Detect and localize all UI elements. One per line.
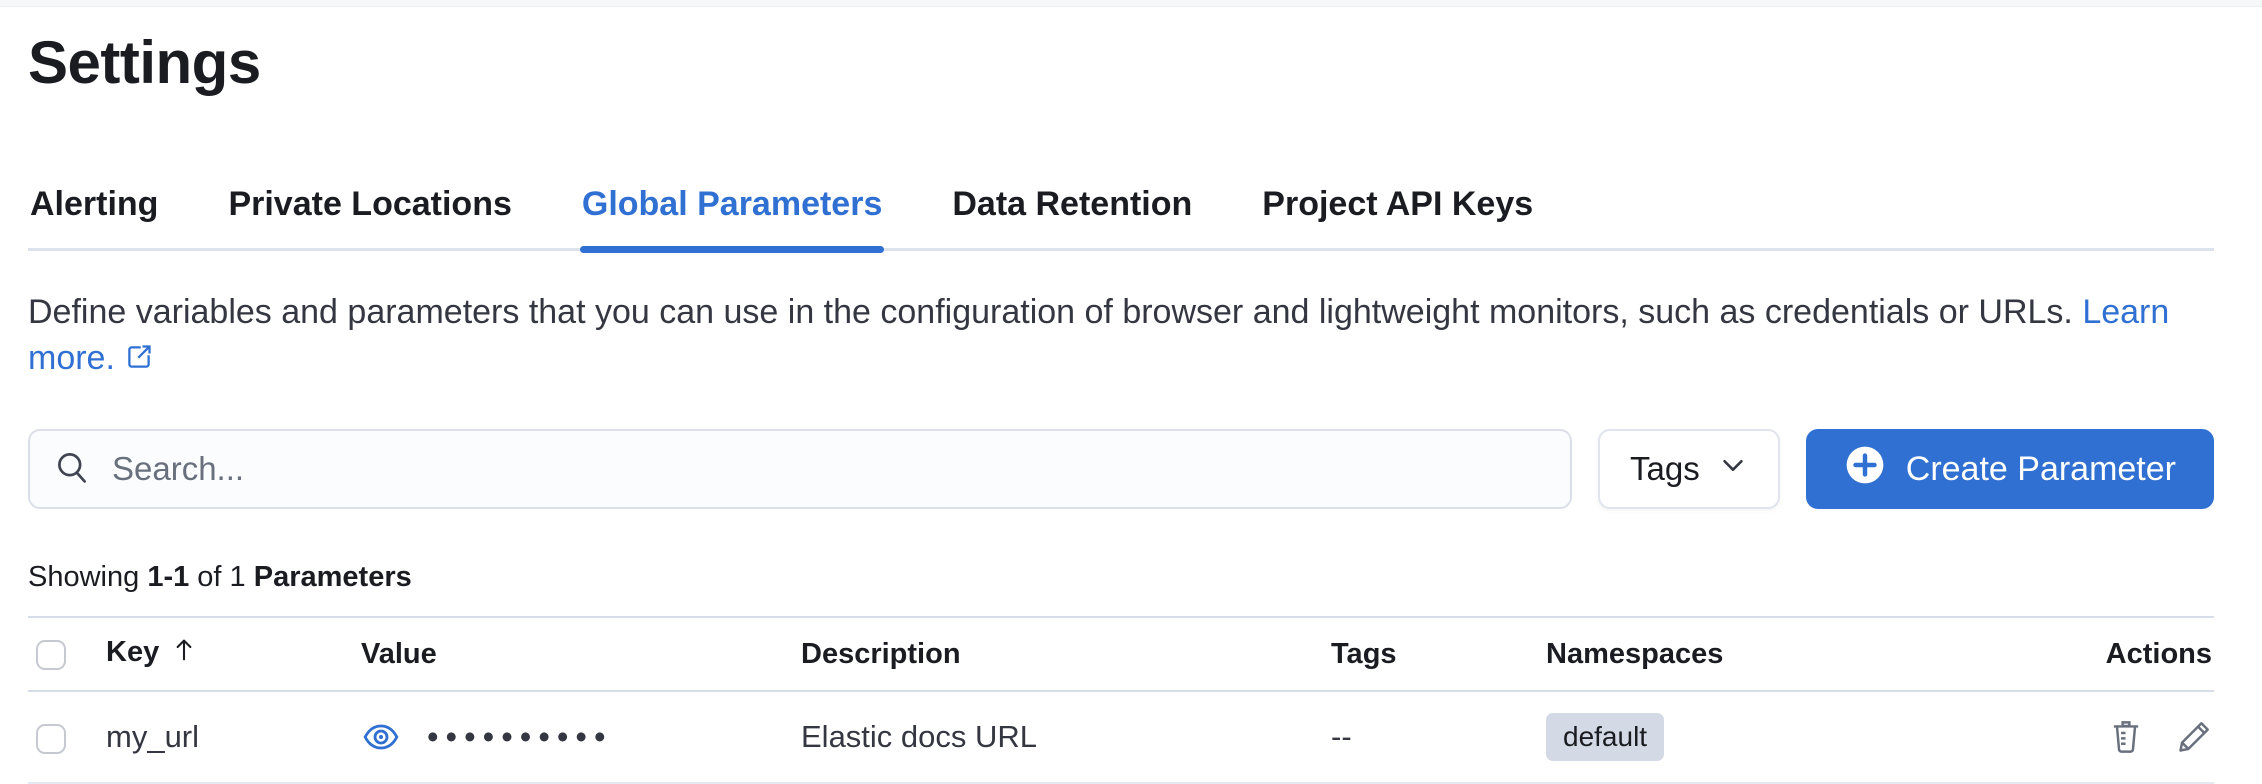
row-checkbox[interactable] [36,723,66,754]
tab-global-parameters[interactable]: Global Parameters [579,185,885,253]
column-header-description: Description [801,637,961,670]
column-header-actions: Actions [2105,637,2212,670]
param-value-cell: •••••••••• [361,717,773,757]
column-header-tags: Tags [1331,637,1397,670]
column-header-value: Value [361,637,437,670]
create-parameter-label: Create Parameter [1905,449,2176,488]
param-description-cell: Elastic docs URL [801,719,1038,754]
page-description: Define variables and parameters that you… [28,289,2173,383]
tags-filter-label: Tags [1630,450,1700,487]
column-header-namespaces: Namespaces [1546,637,1724,670]
page-title: Settings [28,29,261,96]
results-range: 1-1 [147,561,190,593]
plus-in-circle-icon [1844,444,1886,495]
namespace-badge: default [1546,713,1665,761]
parameters-table: Key Value Description Tags Namespaces Ac… [28,616,2214,784]
trash-icon[interactable] [2108,719,2144,755]
param-key-cell: my_url [106,719,200,754]
settings-page: Settings Alerting Private Locations Glob… [0,27,2262,784]
search-icon [54,449,90,490]
chevron-down-icon [1718,450,1748,488]
select-all-checkbox[interactable] [36,639,66,670]
results-summary: Showing 1-1 of 1 Parameters [28,561,412,593]
masked-value: •••••••••• [427,718,613,755]
parameters-toolbar: Tags Create Parameter [28,429,2214,509]
tab-project-api-keys[interactable]: Project API Keys [1262,185,1534,223]
column-header-key[interactable]: Key [92,617,347,691]
learn-more-link[interactable]: Learn more. [28,293,2169,377]
search-input[interactable] [110,449,1547,489]
eye-icon[interactable] [361,717,401,757]
external-link-icon [125,337,153,383]
tags-filter-button[interactable]: Tags [1598,429,1780,509]
description-text: Define variables and parameters that you… [28,293,2073,331]
search-box[interactable] [28,429,1573,509]
tab-private-locations[interactable]: Private Locations [228,185,512,223]
table-header-row: Key Value Description Tags Namespaces Ac… [28,617,2214,691]
settings-tabs: Alerting Private Locations Global Parame… [28,185,2214,253]
param-tags-cell: -- [1331,719,1352,754]
table-row: my_url •••••••••• Elastic docs URL -- de… [28,691,2214,783]
top-edge-strip [0,0,2262,7]
sort-ascending-icon [169,639,199,672]
tab-alerting[interactable]: Alerting [30,185,159,223]
create-parameter-button[interactable]: Create Parameter [1805,429,2214,509]
pencil-icon[interactable] [2176,719,2212,755]
tab-data-retention[interactable]: Data Retention [952,185,1193,223]
row-actions [1966,719,2212,755]
results-entity: Parameters [253,561,412,593]
